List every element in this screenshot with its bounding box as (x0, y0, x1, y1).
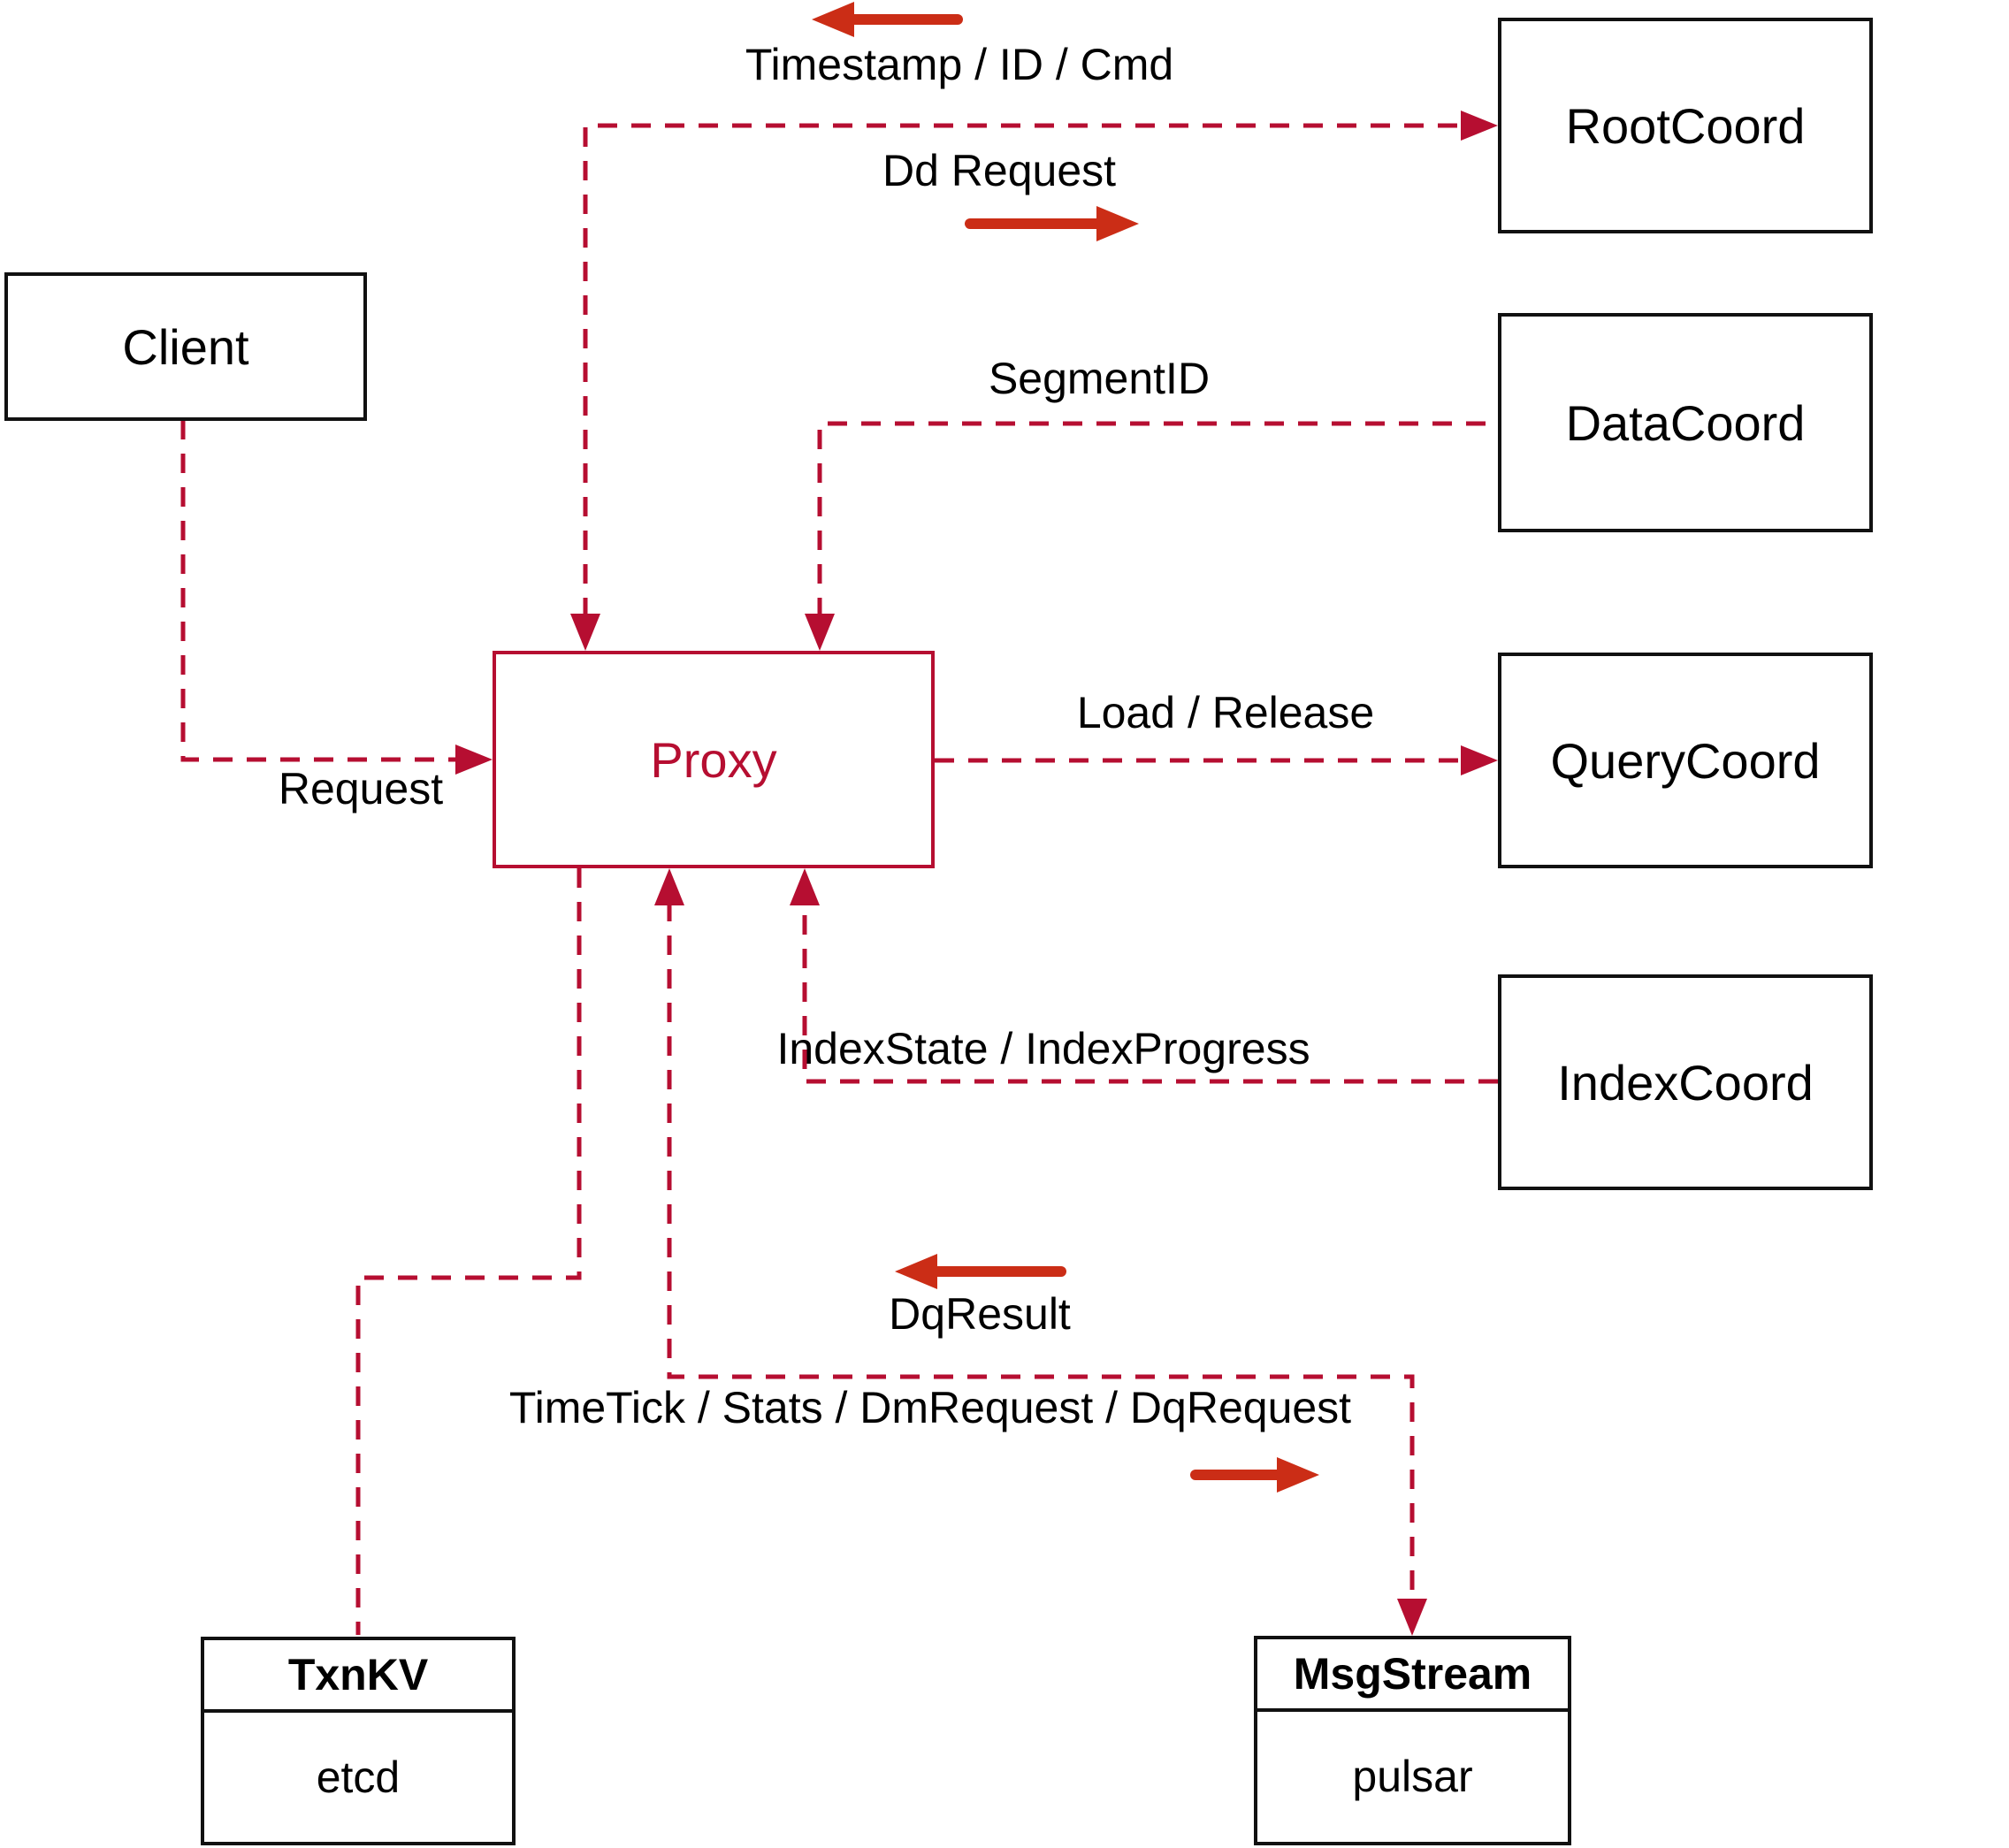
edge-label-dd-request: Dd Request (882, 146, 1117, 195)
indexcoord-label: IndexCoord (1557, 1054, 1814, 1111)
arrowhead-into-proxy-left (455, 745, 493, 775)
solid-arrow-left-timestamp-head (812, 2, 854, 37)
edge-datacoord-proxy-line (817, 421, 1498, 617)
arrowhead-into-msgstream (1397, 1599, 1427, 1636)
querycoord-node: QueryCoord (1498, 653, 1873, 868)
msgstream-title: MsgStream (1293, 1649, 1532, 1699)
edge-label-request: Request (278, 764, 444, 813)
client-node: Client (4, 272, 367, 421)
datacoord-node: DataCoord (1498, 313, 1873, 532)
edge-label-index-state: IndexState / IndexProgress (776, 1024, 1310, 1073)
solid-arrow-left-dqresult-head (895, 1254, 937, 1289)
proxy-label: Proxy (650, 731, 777, 788)
txnkv-body: etcd (204, 1713, 512, 1842)
edge-indexcoord-proxy-line (802, 902, 1498, 1084)
solid-arrow-right-timetick-head (1277, 1457, 1319, 1493)
edge-client-proxy-line (180, 420, 459, 762)
edge-label-segment-id: SegmentID (988, 354, 1211, 403)
edge-proxy-txnkv-line (355, 868, 582, 1635)
txnkv-node: TxnKV etcd (201, 1637, 516, 1845)
edge-label-dq-result: DqResult (889, 1289, 1071, 1339)
edge-proxy-msgstream-line (667, 902, 1415, 1602)
proxy-node: Proxy (493, 651, 935, 868)
querycoord-label: QueryCoord (1550, 732, 1821, 789)
msgstream-impl: pulsar (1352, 1752, 1473, 1801)
rootcoord-node: RootCoord (1498, 18, 1873, 233)
solid-arrow-right-ddrequest-head (1096, 206, 1139, 241)
arrowhead-into-proxy-top-left (570, 614, 600, 651)
arrowhead-into-proxy-bottom-right (790, 868, 820, 905)
client-label: Client (122, 318, 249, 375)
rootcoord-label: RootCoord (1565, 97, 1806, 154)
edge-label-load-release: Load / Release (1076, 688, 1375, 737)
datacoord-label: DataCoord (1565, 394, 1806, 451)
txnkv-header: TxnKV (204, 1640, 512, 1713)
arrowhead-into-querycoord (1461, 745, 1498, 775)
edge-label-timestamp-id-cmd: Timestamp / ID / Cmd (745, 40, 1174, 89)
msgstream-body: pulsar (1257, 1712, 1568, 1841)
edge-label-timetick: TimeTick / Stats / DmRequest / DqRequest (508, 1383, 1352, 1432)
msgstream-node: MsgStream pulsar (1254, 1636, 1571, 1845)
txnkv-impl: etcd (316, 1753, 401, 1802)
arrowhead-into-proxy-top-right (805, 614, 835, 651)
indexcoord-node: IndexCoord (1498, 974, 1873, 1190)
arrowhead-into-proxy-bottom-left (654, 868, 684, 905)
txnkv-title: TxnKV (287, 1650, 429, 1699)
msgstream-header: MsgStream (1257, 1639, 1568, 1712)
arrowhead-into-rootcoord (1461, 111, 1498, 141)
